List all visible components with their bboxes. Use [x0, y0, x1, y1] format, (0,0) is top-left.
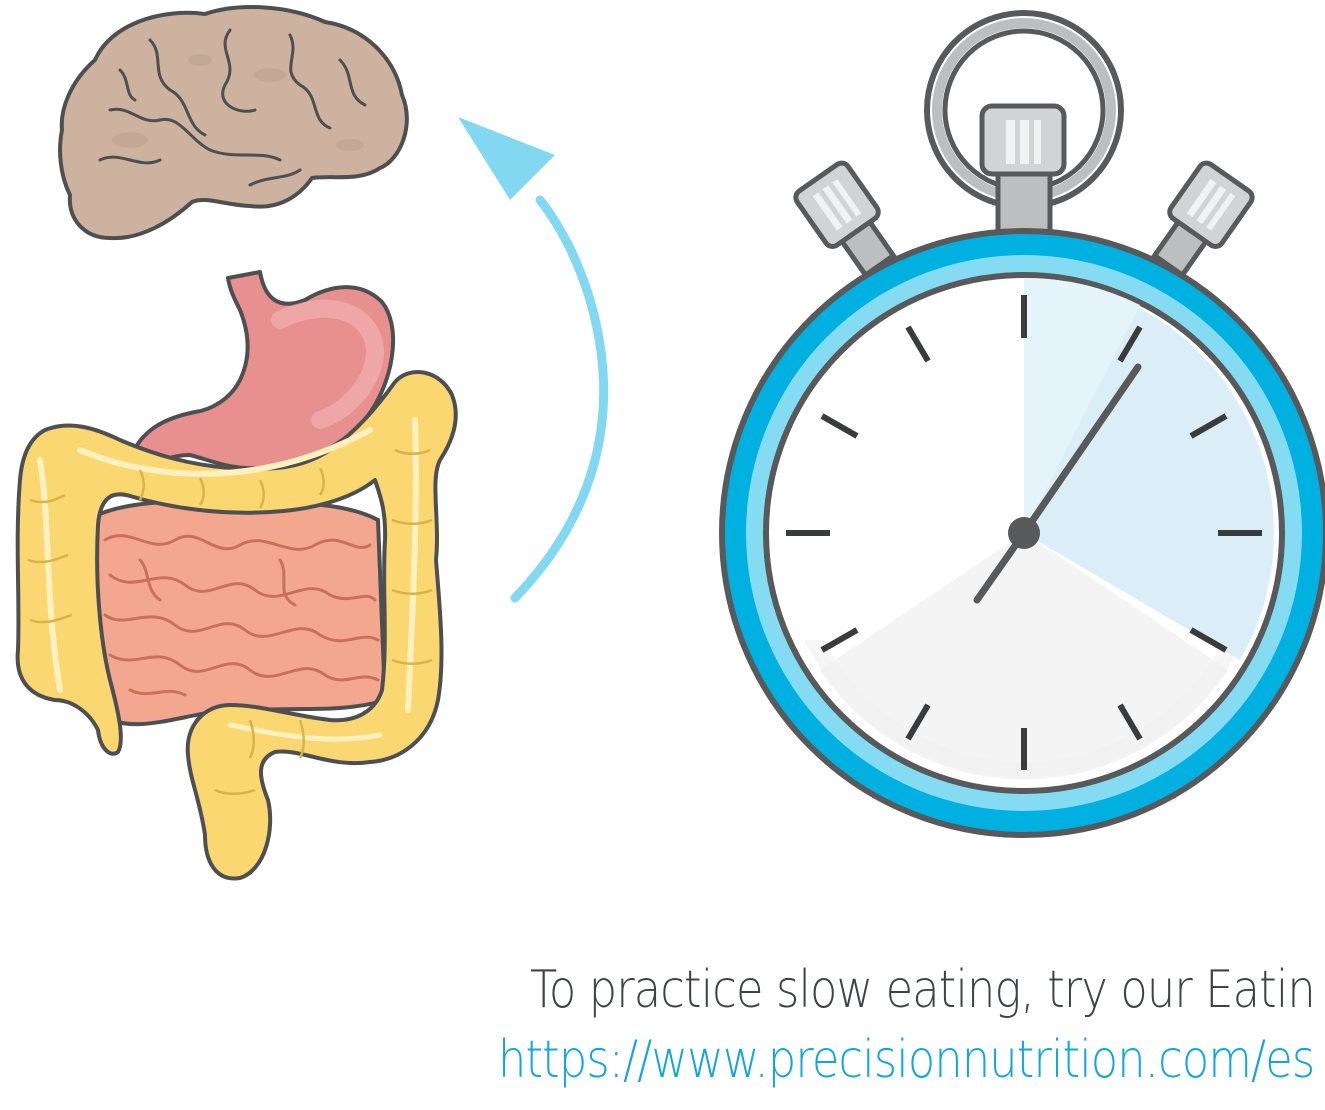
intestines-icon — [84, 501, 385, 724]
arrow-icon — [458, 117, 604, 598]
stopwatch-icon — [722, 13, 1325, 835]
caption-link[interactable]: https://www.precisionnutrition.com/es — [498, 1030, 1314, 1090]
caption-text: To practice slow eating, try our Eatin — [530, 960, 1315, 1020]
brain-icon — [60, 7, 407, 238]
